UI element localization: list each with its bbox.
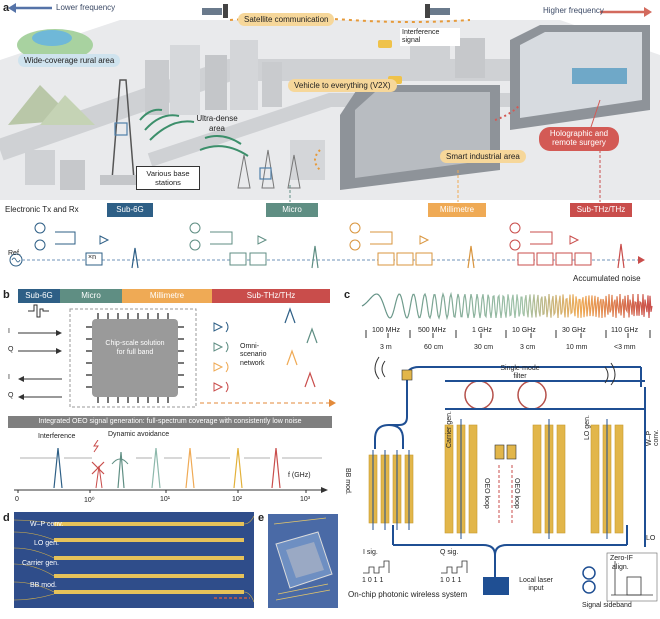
wavelength-5: <3 mm: [614, 344, 636, 351]
omni-network-label: Omni-scenario network: [240, 343, 267, 367]
band-subthz-b: Sub-THz/THz: [212, 289, 330, 303]
scale-ruler: [365, 330, 651, 338]
spectrum-diagram: [14, 440, 328, 493]
chip-photo-traces: [14, 515, 254, 603]
chip-solution-label: Chip-scale solution for full band: [105, 340, 165, 357]
chip-label-wp: W–P conv.: [30, 521, 64, 528]
freq-4: 30 GHz: [562, 327, 586, 334]
band-sub6g-a: Sub-6G: [107, 203, 153, 217]
tick-1: 10⁰: [84, 497, 95, 504]
io-label-q2: Q: [8, 392, 14, 399]
bb-mod-label: BB mod.: [344, 468, 351, 495]
single-mode-filter-label: Single-mode filter: [500, 365, 540, 381]
chip-block-diagram: [18, 304, 336, 408]
panel-c-label: c: [344, 289, 351, 301]
wavelength-4: 10 mm: [566, 344, 588, 351]
freq-0: 100 MHz: [372, 327, 401, 334]
freq-3: 10 GHz: [512, 327, 536, 334]
band-micro-a: Micro: [266, 203, 318, 217]
rural-area-label: Wide-coverage rural area: [18, 54, 121, 67]
wavelength-1: 60 cm: [424, 344, 444, 351]
align-label: align.: [612, 564, 629, 571]
interference-signal-label: Interference signal: [400, 28, 460, 47]
panel-b-label: b: [3, 289, 10, 301]
io-label-i1: I: [8, 328, 10, 335]
wavelength-3: 3 cm: [520, 344, 536, 351]
tick-2: 10¹: [160, 496, 171, 503]
higher-frequency-label: Higher frequency: [543, 6, 604, 15]
chip-label-bb: BB mod.: [30, 582, 57, 589]
packaged-chip-photo: [268, 514, 338, 608]
freq-2: 1 GHz: [472, 327, 492, 334]
io-label-i2: I: [8, 374, 10, 381]
panel-d-label: d: [3, 512, 10, 524]
tick-3: 10²: [232, 496, 243, 503]
multiplier-label: ×n: [88, 254, 96, 261]
lower-frequency-label: Lower frequency: [56, 3, 116, 12]
chip-label-lo: LO gen.: [34, 540, 59, 547]
chirp-waveform: [361, 291, 653, 321]
wavelength-2: 30 cm: [474, 344, 494, 351]
holographic-label: Holographic and remote surgery: [539, 127, 619, 151]
packaged-chip-art: [268, 514, 338, 608]
photonic-system-diagram: [363, 356, 658, 602]
panel-a-city-illustration: [0, 3, 660, 202]
carrier-gen-label: Carrier gen.: [446, 411, 453, 448]
band-millimetre-b: Millimetre: [122, 289, 212, 303]
panel-e-label: e: [258, 512, 265, 524]
oeo-loop-right-label: OEO loop: [513, 478, 520, 509]
ref-label: Ref.: [8, 250, 21, 257]
band-millimetre-a: Millimetre: [428, 203, 486, 217]
band-subthz-a: Sub-THz/THz: [570, 203, 632, 217]
q-sig-label: Q sig.: [440, 549, 459, 556]
lo-label: LO: [646, 535, 656, 542]
electronic-txrx-label: Electronic Tx and Rx: [5, 205, 79, 214]
oeo-loop-left-label: OEO loop: [483, 478, 490, 509]
lo-gen-label: LO gen.: [584, 415, 591, 440]
chip-label-carrier: Carrier gen.: [22, 560, 59, 567]
ultra-dense-label: Ultra-dense area: [196, 114, 238, 133]
tick-0: 0: [15, 496, 19, 503]
i-sig-label: I sig.: [363, 549, 378, 556]
satellite-label: Satellite communication: [238, 13, 335, 26]
laser-input-label: Local laser input: [519, 577, 553, 593]
chip-photo-d: [14, 512, 254, 608]
wp-conv-label: W–P conv.: [646, 429, 660, 446]
i-bits-label: 1 0 1 1: [362, 577, 384, 584]
dynamic-avoidance-label: Dynamic avoidance: [108, 431, 170, 438]
smart-industrial-label: Smart industrial area: [440, 150, 526, 163]
band-micro-b: Micro: [60, 289, 122, 303]
interference-label: Interference: [38, 433, 76, 440]
axis-label: f (GHz): [288, 472, 311, 479]
onchip-system-label: On-chip photonic wireless system: [348, 590, 468, 599]
tick-4: 10³: [300, 496, 311, 503]
freq-1: 500 MHz: [418, 327, 447, 334]
freq-5: 110 GHz: [611, 327, 639, 334]
accumulated-noise-label: Accumulated noise: [573, 274, 641, 283]
wavelength-0: 3 m: [380, 344, 392, 351]
base-stations-label: Various base stations: [136, 166, 200, 190]
panel-a-label: a: [3, 2, 10, 14]
q-bits-label: 1 0 1 1: [440, 577, 462, 584]
io-label-q1: Q: [8, 346, 14, 353]
v2x-label: Vehicle to everything (V2X): [288, 79, 397, 92]
electronic-chain-diagram: [9, 222, 645, 269]
oeo-banner: Integrated OEO signal generation: full-s…: [8, 416, 332, 428]
signal-sideband-label: Signal sideband: [582, 602, 632, 609]
band-sub6g-b: Sub-6G: [18, 289, 60, 303]
zero-if-label: Zero-IF: [610, 555, 633, 562]
